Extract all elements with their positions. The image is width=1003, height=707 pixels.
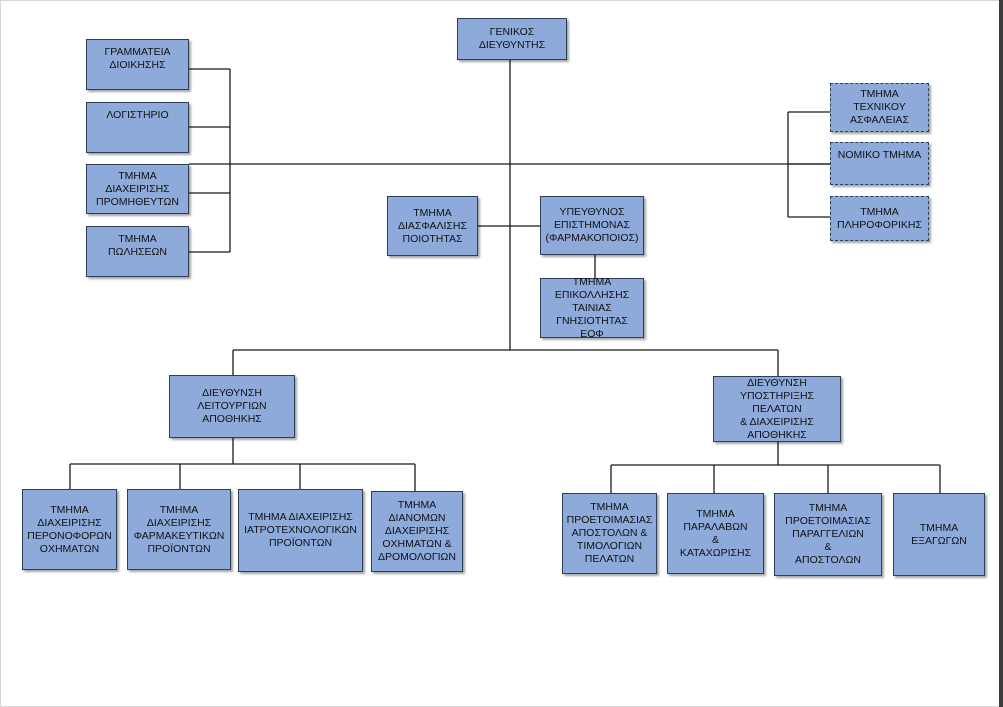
box-medical-devices-department: ΤΜΗΜΑ ΔΙΑΧΕΙΡΙΣΗΣ ΙΑΤΡΟΤΕΧΝΟΛΟΓΙΚΩΝ ΠΡΟΪ… — [238, 489, 363, 572]
box-eof-label-department: ΤΜΗΜΑ ΕΠΙΚΟΛΛΗΣΗΣ ΤΑΙΝΙΑΣ ΓΝΗΣΙΟΤΗΤΑΣ ΕΟ… — [540, 276, 644, 340]
box-legal: ΝΟΜΙΚΟ ΤΜΗΜΑ — [830, 142, 929, 185]
box-distribution-routing-department: ΤΜΗΜΑ ΔΙΑΝΟΜΩΝ ΔΙΑΧΕΙΡΙΣΗΣ ΟΧΗΜΑΤΩΝ & ΔΡ… — [371, 491, 463, 572]
box-accounting: ΛΟΓΙΣΤΗΡΙΟ — [86, 102, 189, 153]
box-exports-department: ΤΜΗΜΑ ΕΞΑΓΩΓΩΝ — [893, 493, 985, 576]
box-pharma-products-department: ΤΜΗΜΑ ΔΙΑΧΕΙΡΙΣΗΣ ΦΑΡΜΑΚΕΥΤΙΚΩΝ ΠΡΟΪΟΝΤΩ… — [127, 489, 231, 570]
box-admin-secretariat: ΓΡΑΜΜΑΤΕΙΑ ΔΙΟΙΚΗΣΗΣ — [86, 39, 189, 90]
box-forklift-department: ΤΜΗΜΑ ΔΙΑΧΕΙΡΙΣΗΣ ΠΕΡΟΝΟΦΟΡΩΝ ΟΧΗΜΑΤΩΝ — [22, 489, 117, 570]
box-it: ΤΜΗΜΑ ΠΛΗΡΟΦΟΡΙΚΗΣ — [830, 196, 929, 241]
box-quality-assurance: ΤΜΗΜΑ ΔΙΑΣΦΑΛΙΣΗΣ ΠΟΙΟΤΗΤΑΣ — [387, 196, 478, 256]
box-technical-safety: ΤΜΗΜΑ ΤΕΧΝΙΚΟΥ ΑΣΦΑΛΕΙΑΣ — [830, 83, 929, 132]
box-customer-support-directorate: ΔΙΕΥΘΥΝΣΗ ΥΠΟΣΤΗΡΙΞΗΣ ΠΕΛΑΤΩΝ & ΔΙΑΧΕΙΡΙ… — [713, 376, 841, 442]
box-orders-preparation-department: ΤΜΗΜΑ ΠΡΟΕΤΟΙΜΑΣΙΑΣ ΠΑΡΑΓΓΕΛΙΩΝ & ΑΠΟΣΤΟ… — [774, 493, 882, 576]
box-suppliers-management: ΤΜΗΜΑ ΔΙΑΧΕΙΡΙΣΗΣ ΠΡΟΜΗΘΕΥΤΩΝ — [86, 164, 189, 214]
box-warehouse-operations-directorate: ΔΙΕΥΘΥΝΣΗ ΛΕΙΤΟΥΡΓΙΩΝ ΑΠΟΘΗΚΗΣ — [169, 375, 295, 438]
box-shipments-invoicing-department: ΤΜΗΜΑ ΠΡΟΕΤΟΙΜΑΣΙΑΣ ΑΠΟΣΤΟΛΩΝ & ΤΙΜΟΛΟΓΙ… — [562, 493, 657, 574]
box-general-manager: ΓΕΝΙΚΟΣ ΔΙΕΥΘΥΝΤΗΣ — [457, 18, 567, 60]
box-receipts-registration-department: ΤΜΗΜΑ ΠΑΡΑΛΑΒΩΝ & ΚΑΤΑΧΩΡΙΣΗΣ — [667, 493, 764, 574]
box-sales: ΤΜΗΜΑ ΠΩΛΗΣΕΩΝ — [86, 226, 189, 277]
page-right-edge — [999, 0, 1003, 707]
box-responsible-pharmacist: ΥΠΕΥΘΥΝΟΣ ΕΠΙΣΤΗΜΟΝΑΣ (ΦΑΡΜΑΚΟΠΟΙΟΣ) — [540, 196, 644, 255]
